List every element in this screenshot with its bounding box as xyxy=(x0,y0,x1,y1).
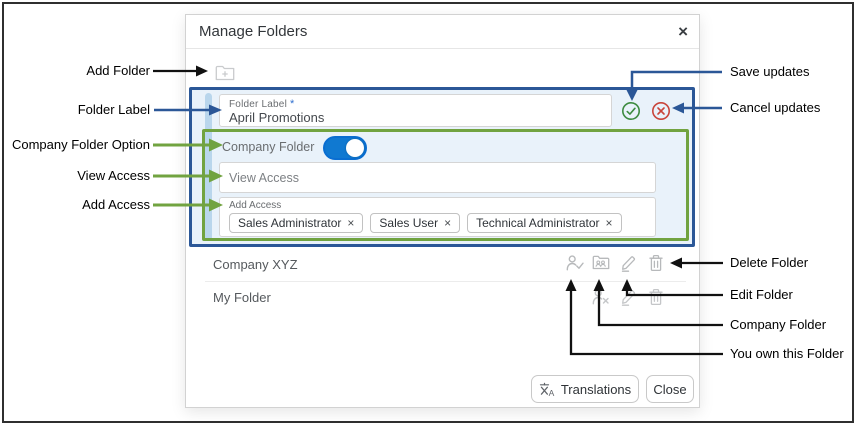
callout-edit-folder: Edit Folder xyxy=(730,287,793,302)
access-token-list: Sales Administrator × Sales User × Techn… xyxy=(229,213,622,233)
company-folder-icon xyxy=(592,254,610,272)
token-label: Sales Administrator xyxy=(238,216,342,230)
view-access-placeholder: View Access xyxy=(229,171,299,185)
add-folder-button[interactable] xyxy=(212,60,238,84)
callout-company-folder-option: Company Folder Option xyxy=(11,137,150,152)
access-token[interactable]: Technical Administrator × xyxy=(467,213,622,233)
cancel-button[interactable] xyxy=(651,101,671,121)
token-label: Sales User xyxy=(379,216,439,230)
translations-button-label: Translations xyxy=(560,381,632,397)
close-button-label: Close xyxy=(653,381,687,397)
required-asterisk: * xyxy=(290,98,295,110)
folder-row-my-folder[interactable]: My Folder xyxy=(186,281,701,315)
folder-label-value: April Promotions xyxy=(229,110,325,125)
token-remove-icon[interactable]: × xyxy=(347,216,355,230)
close-icon[interactable]: × xyxy=(678,22,688,41)
callout-cancel-updates: Cancel updates xyxy=(730,100,821,115)
callout-delete-folder: Delete Folder xyxy=(730,255,809,270)
folder-label-caption: Folder Label* xyxy=(229,98,294,110)
you-own-this-folder-icon xyxy=(566,254,584,272)
view-access-input[interactable]: View Access xyxy=(219,162,656,193)
save-check-icon xyxy=(622,102,640,120)
callout-company-folder: Company Folder xyxy=(730,317,827,332)
add-access-field[interactable]: Add Access Sales Administrator × Sales U… xyxy=(219,197,656,237)
folder-label-input[interactable]: Folder Label* April Promotions xyxy=(219,94,612,127)
translations-icon: A xyxy=(539,382,554,397)
dialog-header: Manage Folders × xyxy=(186,15,699,49)
dialog-title: Manage Folders xyxy=(199,23,308,40)
callout-add-access: Add Access xyxy=(82,197,150,212)
row-divider xyxy=(205,281,686,282)
folder-row-company-xyz[interactable]: Company XYZ xyxy=(186,249,701,281)
callout-view-access: View Access xyxy=(77,168,150,183)
company-folder-toggle-label: Company Folder xyxy=(222,140,315,154)
edit-folder-icon[interactable] xyxy=(620,288,638,306)
svg-text:A: A xyxy=(548,388,554,397)
folder-edit-panel: Folder Label* April Promotions Company F… xyxy=(189,87,695,247)
token-remove-icon[interactable]: × xyxy=(605,216,613,230)
access-token[interactable]: Sales User × xyxy=(370,213,461,233)
toggle-knob xyxy=(346,139,364,157)
manage-folders-dialog: Manage Folders × Folder Label* April Pro… xyxy=(185,14,700,408)
company-folder-section: Company Folder View Access Add Access Sa… xyxy=(202,129,689,241)
panel-accent-stripe xyxy=(205,93,212,241)
delete-folder-icon[interactable] xyxy=(648,254,666,272)
cancel-x-icon xyxy=(652,102,670,120)
add-access-caption: Add Access xyxy=(229,200,282,211)
callout-add-folder: Add Folder xyxy=(86,63,150,78)
token-remove-icon[interactable]: × xyxy=(444,216,452,230)
close-button[interactable]: Close xyxy=(646,375,694,403)
folder-label-caption-text: Folder Label xyxy=(229,99,287,110)
save-button[interactable] xyxy=(621,101,641,121)
translations-button[interactable]: A Translations xyxy=(531,375,639,403)
callout-save-updates: Save updates xyxy=(730,64,810,79)
callout-folder-label: Folder Label xyxy=(77,102,150,117)
edit-folder-icon[interactable] xyxy=(620,254,638,272)
not-your-folder-icon xyxy=(592,288,610,306)
folder-row-label: Company XYZ xyxy=(213,257,298,272)
company-folder-toggle[interactable] xyxy=(323,136,367,160)
access-token[interactable]: Sales Administrator × xyxy=(229,213,364,233)
add-folder-icon xyxy=(215,65,235,80)
folder-row-label: My Folder xyxy=(213,290,271,305)
delete-folder-icon[interactable] xyxy=(648,288,666,306)
callout-you-own-this-folder: You own this Folder xyxy=(730,346,844,361)
token-label: Technical Administrator xyxy=(476,216,600,230)
